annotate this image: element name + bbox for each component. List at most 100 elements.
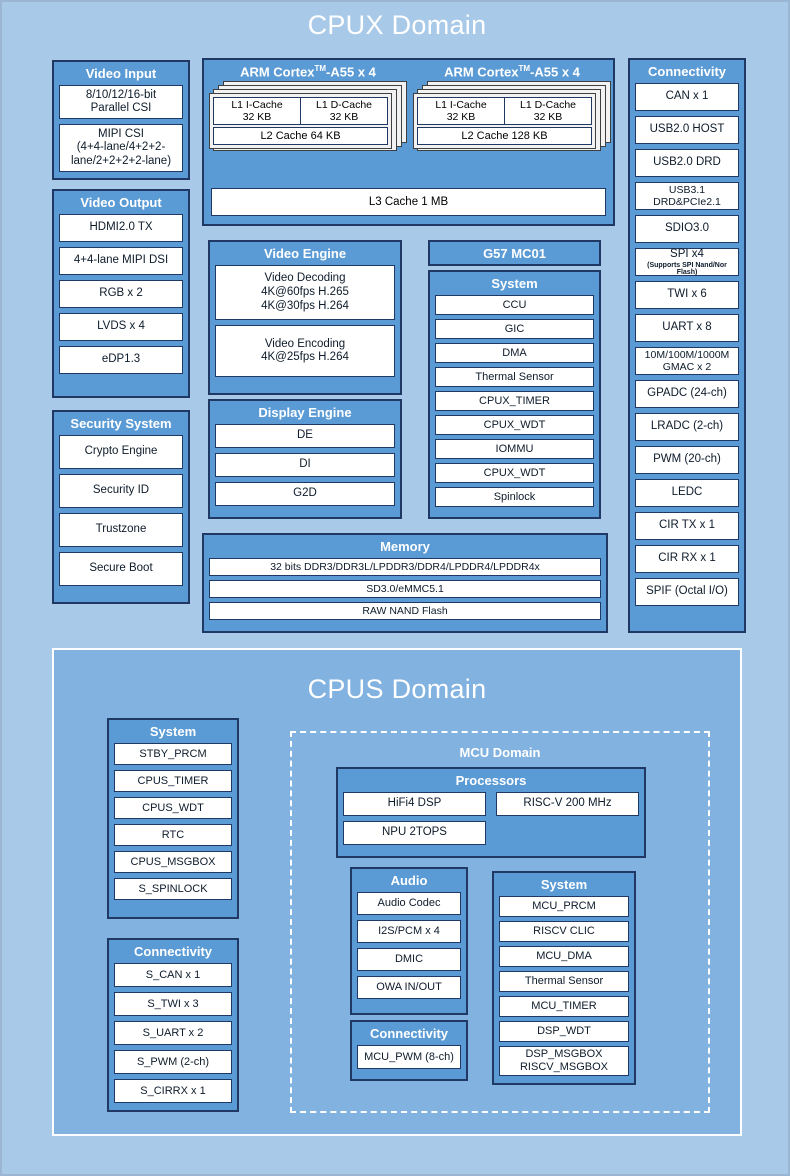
cpus-system-item-1[interactable]: CPUS_TIMER	[114, 770, 232, 793]
group-title-mcu-connectivity: Connectivity	[369, 1026, 448, 1041]
mcu-system-item-1[interactable]: RISCV CLIC	[499, 921, 629, 943]
audio-item-2[interactable]: DMIC	[357, 948, 461, 972]
conn-item-2[interactable]: USB2.0 DRD	[635, 149, 739, 178]
group-title-display-engine: Display Engine	[258, 405, 352, 420]
mcu-system-item-5[interactable]: DSP_WDT	[499, 1021, 629, 1043]
cpus-system-item-0[interactable]: STBY_PRCM	[114, 743, 232, 766]
video-input-item-1[interactable]: MIPI CSI(4+4-lane/4+2+2-lane/2+2+2+2-lan…	[59, 124, 183, 173]
group-title-video-engine: Video Engine	[263, 246, 347, 261]
mcu-conn-item-0[interactable]: MCU_PWM (8-ch)	[357, 1045, 461, 1070]
cpux-system-item-1[interactable]: GIC	[435, 319, 594, 340]
mcu-system-item-3[interactable]: Thermal Sensor	[499, 971, 629, 993]
l3-cache-cell[interactable]: L3 Cache 1 MB	[211, 188, 606, 216]
security-item-0[interactable]: Crypto Engine	[59, 435, 183, 470]
conn-item-12[interactable]: LEDC	[635, 479, 739, 508]
group-title-video-output: Video Output	[80, 195, 162, 210]
processor-item-riscv[interactable]: RISC-V 200 MHz	[496, 792, 639, 817]
video-output-item-4[interactable]: eDP1.3	[59, 346, 183, 375]
mcu-system-item-2[interactable]: MCU_DMA	[499, 946, 629, 968]
cpus-system-item-3[interactable]: RTC	[114, 824, 232, 847]
conn-item-9[interactable]: GPADC (24-ch)	[635, 380, 739, 409]
group-title-video-input: Video Input	[85, 66, 157, 81]
video-output-item-0[interactable]: HDMI2.0 TX	[59, 214, 183, 243]
conn-item-1[interactable]: USB2.0 HOST	[635, 116, 739, 145]
conn-item-13[interactable]: CIR TX x 1	[635, 512, 739, 541]
display-engine-item-1[interactable]: DI	[215, 453, 395, 478]
cpux-system-item-4[interactable]: CPUX_TIMER	[435, 391, 594, 412]
conn-item-7[interactable]: UART x 8	[635, 314, 739, 343]
group-gpu-g57[interactable]: G57 MC01	[428, 240, 601, 266]
display-engine-item-0[interactable]: DE	[215, 424, 395, 449]
audio-item-3[interactable]: OWA IN/OUT	[357, 976, 461, 1000]
mcu-system-item-0[interactable]: MCU_PRCM	[499, 896, 629, 918]
cpus-conn-item-4[interactable]: S_CIRRX x 1	[114, 1079, 232, 1104]
group-title-cpus-system: System	[149, 724, 197, 739]
cpus-system-item-4[interactable]: CPUS_MSGBOX	[114, 851, 232, 874]
memory-item-2[interactable]: RAW NAND Flash	[209, 602, 601, 621]
cpus-conn-item-1[interactable]: S_TWI x 3	[114, 992, 232, 1017]
conn-item-4[interactable]: SDIO3.0	[635, 215, 739, 244]
cpux-system-item-7[interactable]: CPUX_WDT	[435, 463, 594, 484]
audio-item-0[interactable]: Audio Codec	[357, 892, 461, 916]
processor-item-npu[interactable]: NPU 2TOPS	[343, 821, 486, 846]
conn-item-14[interactable]: CIR RX x 1	[635, 545, 739, 574]
security-item-3[interactable]: Secure Boot	[59, 552, 183, 587]
conn-item-11[interactable]: PWM (20-ch)	[635, 446, 739, 475]
security-item-1[interactable]: Security ID	[59, 474, 183, 509]
conn-item-0[interactable]: CAN x 1	[635, 83, 739, 112]
processor-item-hifi4[interactable]: HiFi4 DSP	[343, 792, 486, 817]
group-cpus-system: System STBY_PRCM CPUS_TIMER CPUS_WDT RTC…	[107, 718, 239, 919]
cpux-system-item-2[interactable]: DMA	[435, 343, 594, 364]
cluster-1-l2: L2 Cache 128 KB	[417, 127, 592, 146]
memory-item-0[interactable]: 32 bits DDR3/DDR3L/LPDDR3/DDR4/LPDDR4/LP…	[209, 558, 601, 577]
cpux-system-item-0[interactable]: CCU	[435, 295, 594, 316]
mcu-domain-container: MCU Domain	[290, 731, 710, 1113]
group-title-security-system: Security System	[70, 416, 172, 431]
cpux-system-item-8[interactable]: Spinlock	[435, 487, 594, 508]
conn-item-3[interactable]: USB3.1 DRD&PCIe2.1	[635, 182, 739, 211]
conn-item-10[interactable]: LRADC (2-ch)	[635, 413, 739, 442]
mcu-system-item-4[interactable]: MCU_TIMER	[499, 996, 629, 1018]
conn-item-6[interactable]: TWI x 6	[635, 281, 739, 310]
video-output-item-1[interactable]: 4+4-lane MIPI DSI	[59, 247, 183, 276]
cpus-system-item-5[interactable]: S_SPINLOCK	[114, 878, 232, 901]
security-item-2[interactable]: Trustzone	[59, 513, 183, 548]
cpux-system-item-3[interactable]: Thermal Sensor	[435, 367, 594, 388]
cpus-conn-item-2[interactable]: S_UART x 2	[114, 1021, 232, 1046]
cpux-system-item-6[interactable]: IOMMU	[435, 439, 594, 460]
conn-item-15[interactable]: SPIF (Octal I/O)	[635, 578, 739, 607]
cpu-cluster-0-title: ARM CortexTM-A55 x 4	[240, 64, 376, 80]
group-title-mcu-processors: Processors	[455, 773, 527, 788]
processors-left-column: HiFi4 DSP NPU 2TOPS	[343, 792, 486, 850]
conn-item-5-sub: (Supports SPI Nand/Nor Flash)	[647, 261, 727, 277]
cpus-system-item-2[interactable]: CPUS_WDT	[114, 797, 232, 820]
conn-item-5[interactable]: SPI x4 (Supports SPI Nand/Nor Flash)	[635, 248, 739, 277]
cpux-system-item-5[interactable]: CPUX_WDT	[435, 415, 594, 436]
mcu-domain-title: MCU Domain	[459, 745, 541, 760]
group-title-cpux-system: System	[491, 276, 538, 291]
cpus-conn-item-3[interactable]: S_PWM (2-ch)	[114, 1050, 232, 1075]
group-mcu-audio: Audio Audio Codec I2S/PCM x 4 DMIC OWA I…	[350, 867, 468, 1015]
audio-item-1[interactable]: I2S/PCM x 4	[357, 920, 461, 944]
video-output-item-2[interactable]: RGB x 2	[59, 280, 183, 309]
video-output-item-3[interactable]: LVDS x 4	[59, 313, 183, 342]
group-memory: Memory 32 bits DDR3/DDR3L/LPDDR3/DDR4/LP…	[202, 533, 608, 633]
group-mcu-connectivity: Connectivity MCU_PWM (8-ch)	[350, 1020, 468, 1081]
cpux-domain-title: CPUX Domain	[307, 10, 487, 40]
cpus-conn-item-0[interactable]: S_CAN x 1	[114, 963, 232, 988]
memory-item-1[interactable]: SD3.0/eMMC5.1	[209, 580, 601, 599]
display-engine-item-2[interactable]: G2D	[215, 482, 395, 507]
